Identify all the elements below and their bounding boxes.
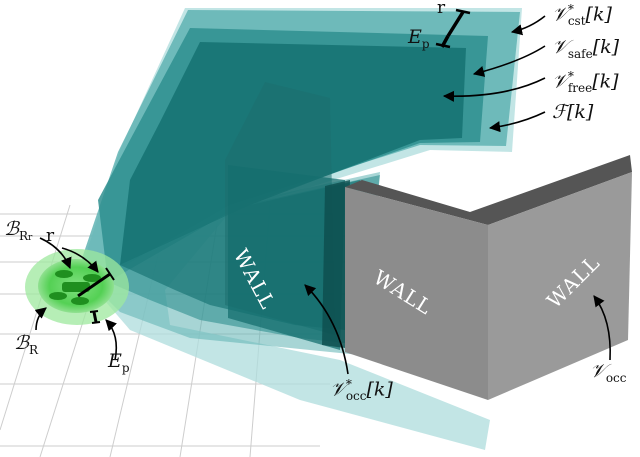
- label-ep-top: Ep: [408, 26, 430, 51]
- top-dimension-bars: [435, 8, 471, 49]
- label-r-top: r: [437, 0, 446, 18]
- label-b-r: ℬR: [14, 332, 38, 357]
- label-v-safe: 𝒱safe[k]: [552, 36, 620, 61]
- teal-wall: [228, 165, 350, 350]
- callout-arrows: [34, 15, 611, 375]
- label-f-k: ℱ[k]: [552, 101, 594, 123]
- gray-wall: [345, 155, 632, 400]
- label-ep-robot: Ep: [108, 350, 130, 375]
- label-v-cst: 𝒱*cst[k]: [552, 2, 612, 29]
- label-r-robot: r: [46, 226, 55, 246]
- gray-wall-right-face: [488, 172, 632, 400]
- ep-bar: [92, 311, 98, 323]
- gray-wall-left-face: [345, 187, 488, 400]
- label-v-occ-k: 𝒱*occ[k]: [330, 377, 393, 404]
- label-v-occ: 𝒱occ: [590, 360, 627, 385]
- quadrotor-icon: [49, 270, 101, 305]
- gray-wall-top: [345, 155, 632, 225]
- radius-bar: [77, 272, 111, 298]
- label-b-rr: ℬRr: [4, 218, 33, 243]
- label-v-free: 𝒱*free[k]: [552, 69, 619, 96]
